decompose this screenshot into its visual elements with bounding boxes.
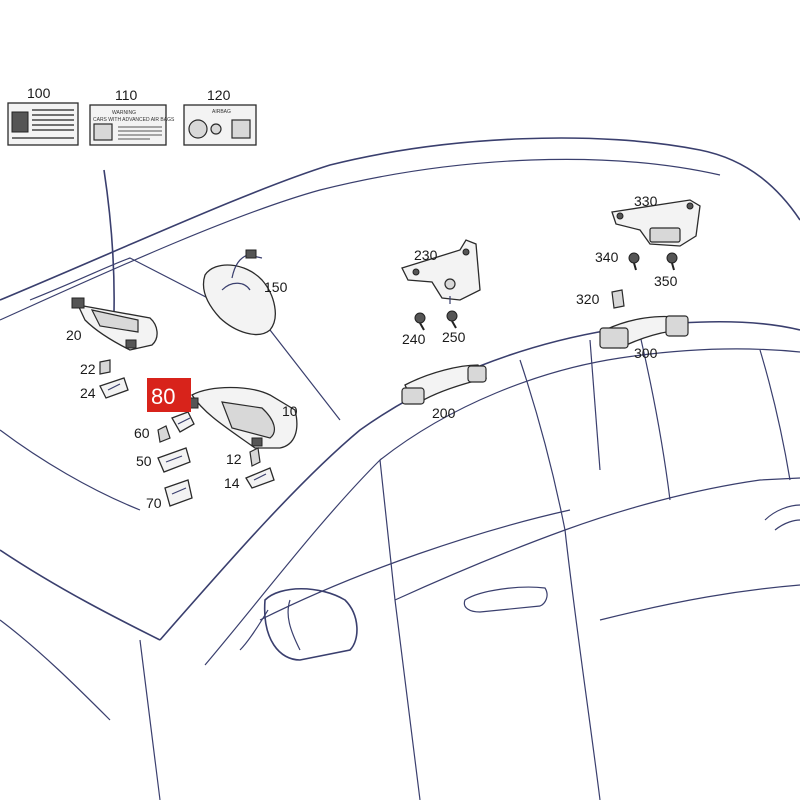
label-150[interactable]: 150 xyxy=(264,279,288,295)
screw-250 xyxy=(446,310,458,329)
label-12[interactable]: 12 xyxy=(226,451,242,467)
label-330[interactable]: 330 xyxy=(634,193,658,209)
screw-240 xyxy=(414,312,426,331)
label-320[interactable]: 320 xyxy=(576,291,600,307)
clip-12 xyxy=(249,447,261,467)
grab-handle-200 xyxy=(401,364,488,405)
clip-14 xyxy=(245,467,275,489)
label-110[interactable]: 110 xyxy=(115,87,138,103)
label-24[interactable]: 24 xyxy=(80,385,96,401)
bracket-230 xyxy=(401,239,481,304)
highlight-box-80 xyxy=(147,378,191,412)
leader-line-110 xyxy=(103,169,115,313)
label-22[interactable]: 22 xyxy=(80,361,96,377)
sticker-110: WARNING CARS WITH ADVANCED AIR BAGS xyxy=(89,104,175,146)
screw-350 xyxy=(666,252,678,271)
sticker-120: AIRBAG xyxy=(183,104,257,146)
clip-22 xyxy=(99,359,111,375)
sticker-100 xyxy=(7,102,79,146)
label-300[interactable]: 300 xyxy=(634,345,658,361)
label-240[interactable]: 240 xyxy=(402,331,426,347)
grab-handle-300 xyxy=(599,315,689,349)
label-80[interactable]: 80 xyxy=(151,384,175,409)
label-10[interactable]: 10 xyxy=(282,403,298,419)
sticker-warning-sub-text: CARS WITH ADVANCED AIR BAGS xyxy=(93,117,175,123)
label-200[interactable]: 200 xyxy=(432,405,456,421)
label-14[interactable]: 14 xyxy=(224,475,240,491)
sun-visor-10 xyxy=(185,386,298,449)
label-50[interactable]: 50 xyxy=(136,453,152,469)
label-250[interactable]: 250 xyxy=(442,329,466,345)
screw-340 xyxy=(628,252,640,271)
label-60[interactable]: 60 xyxy=(134,425,150,441)
clip-320 xyxy=(611,289,625,309)
clip-60 xyxy=(157,425,171,443)
bracket-330 xyxy=(611,199,701,247)
clip-50 xyxy=(157,447,191,473)
interior-light-150 xyxy=(202,249,276,335)
label-230[interactable]: 230 xyxy=(414,247,438,263)
clip-80 xyxy=(171,411,195,433)
label-350[interactable]: 350 xyxy=(654,273,678,289)
label-120[interactable]: 120 xyxy=(207,87,231,103)
label-70[interactable]: 70 xyxy=(146,495,162,511)
label-20[interactable]: 20 xyxy=(66,327,82,343)
clip-70 xyxy=(164,479,193,507)
sticker-airbag-text: AIRBAG xyxy=(212,109,231,115)
label-100[interactable]: 100 xyxy=(27,85,51,101)
sun-visor-20 xyxy=(71,297,158,351)
clip-24 xyxy=(99,377,129,399)
label-340[interactable]: 340 xyxy=(595,249,619,265)
sticker-warning-text: WARNING xyxy=(112,110,136,116)
